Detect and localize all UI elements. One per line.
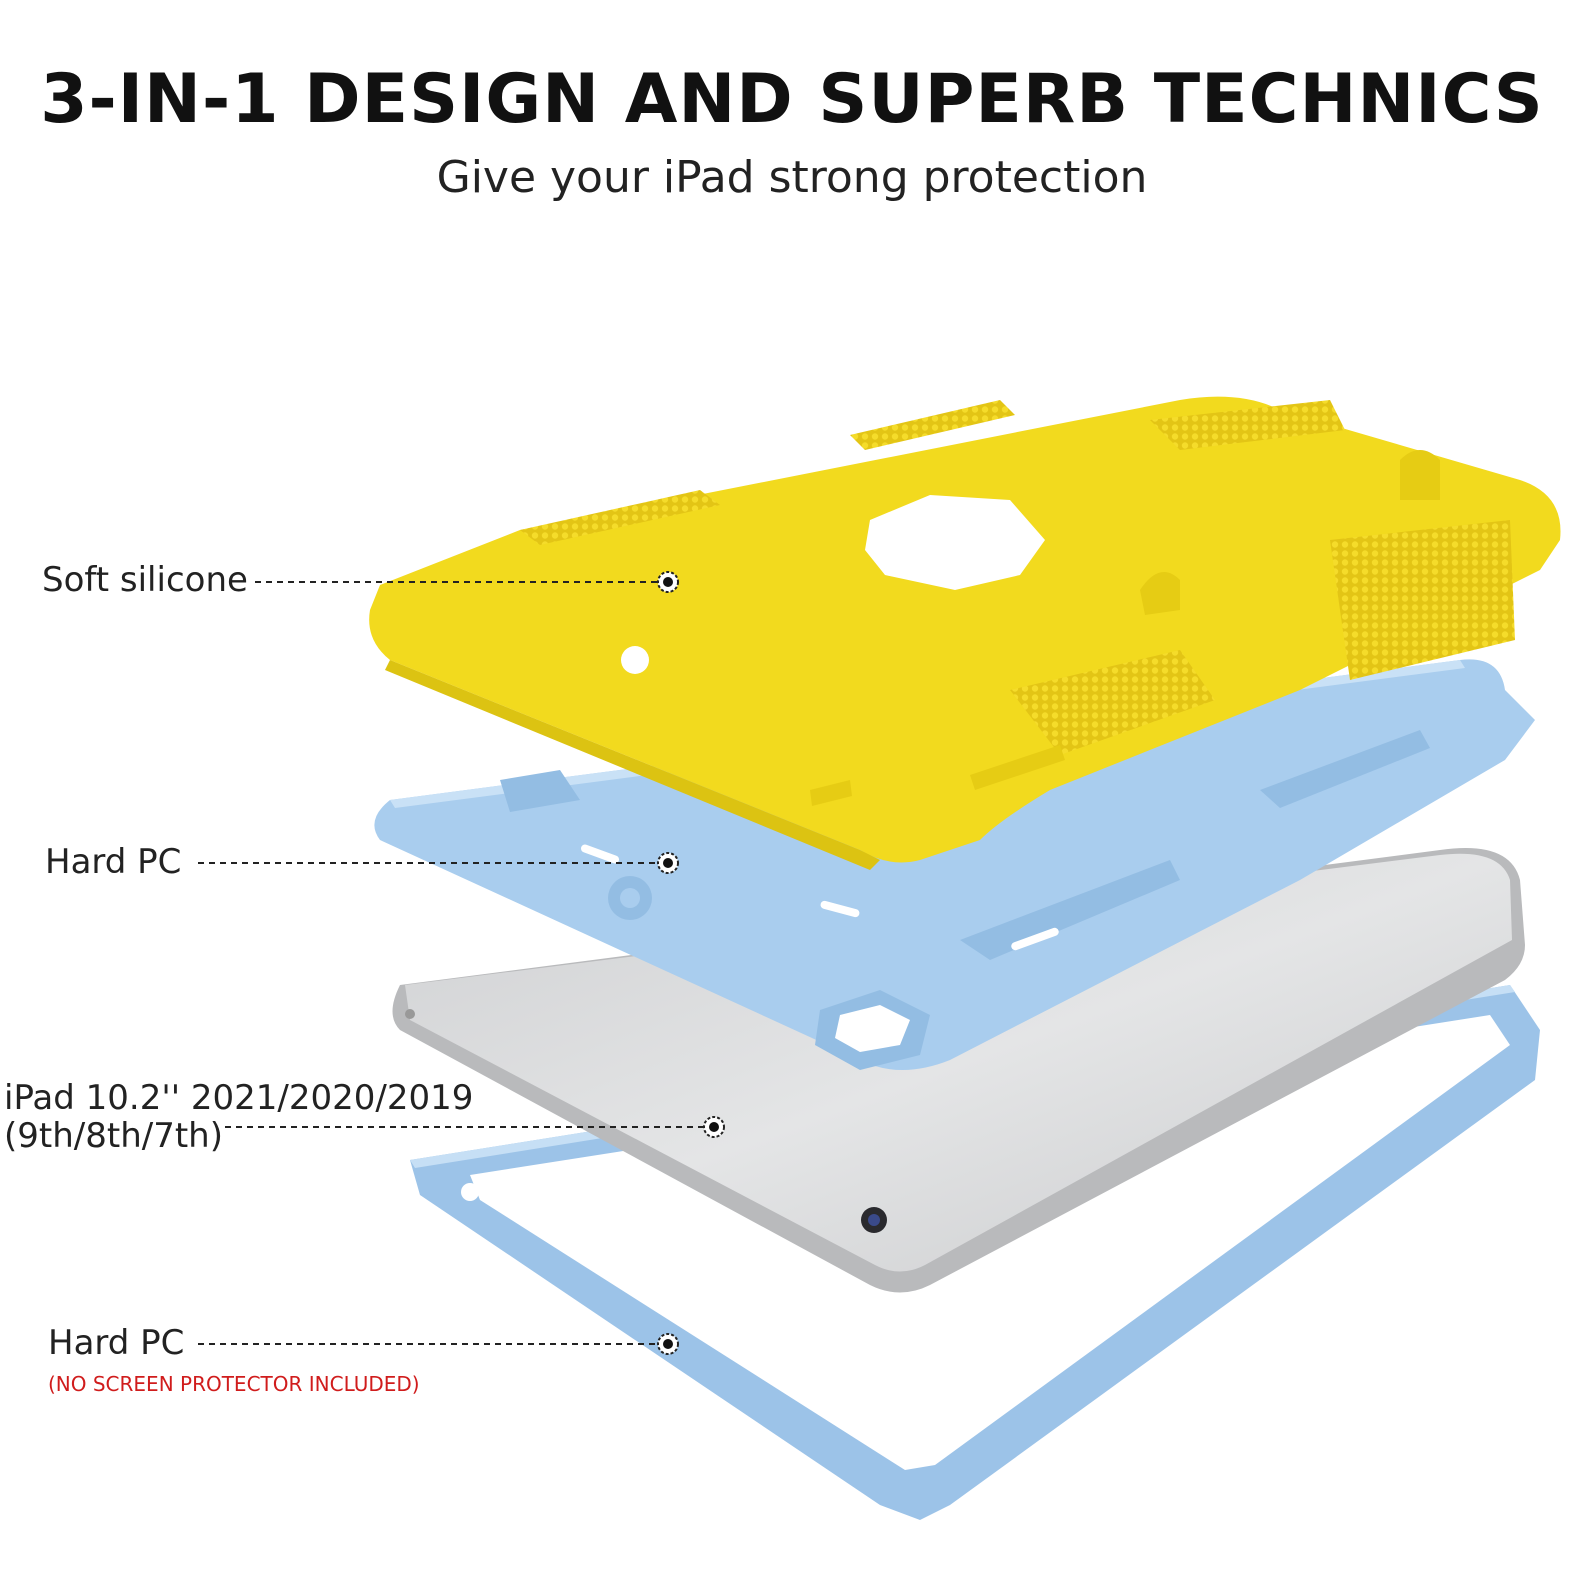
silicone-hole-icon [621,646,649,674]
callout-ipad-generation: (9th/8th/7th) [4,1116,223,1156]
page-subtitle: Give your iPad strong protection [436,152,1148,203]
callout-hard-pc-back: Hard PC [45,842,182,882]
silicone-shell-layer [369,396,1561,870]
frame-hole-icon [461,1183,479,1201]
callout-hard-pc-frame: Hard PC [48,1323,185,1363]
callout-lines [198,581,706,1345]
page-title: 3-IN-1 DESIGN AND SUPERB TECHNICS [40,60,1544,139]
frame-hole-icon [846,1417,864,1435]
callout-ipad-model: iPad 10.2'' 2021/2020/2019 [4,1078,474,1118]
callout-soft-silicone: Soft silicone [42,560,248,600]
callout-dots [657,571,725,1355]
frame-slot-icon [632,1275,688,1317]
camera-window-icon [865,495,1045,590]
screen-protector-note: (NO SCREEN PROTECTOR INCLUDED) [48,1372,420,1396]
